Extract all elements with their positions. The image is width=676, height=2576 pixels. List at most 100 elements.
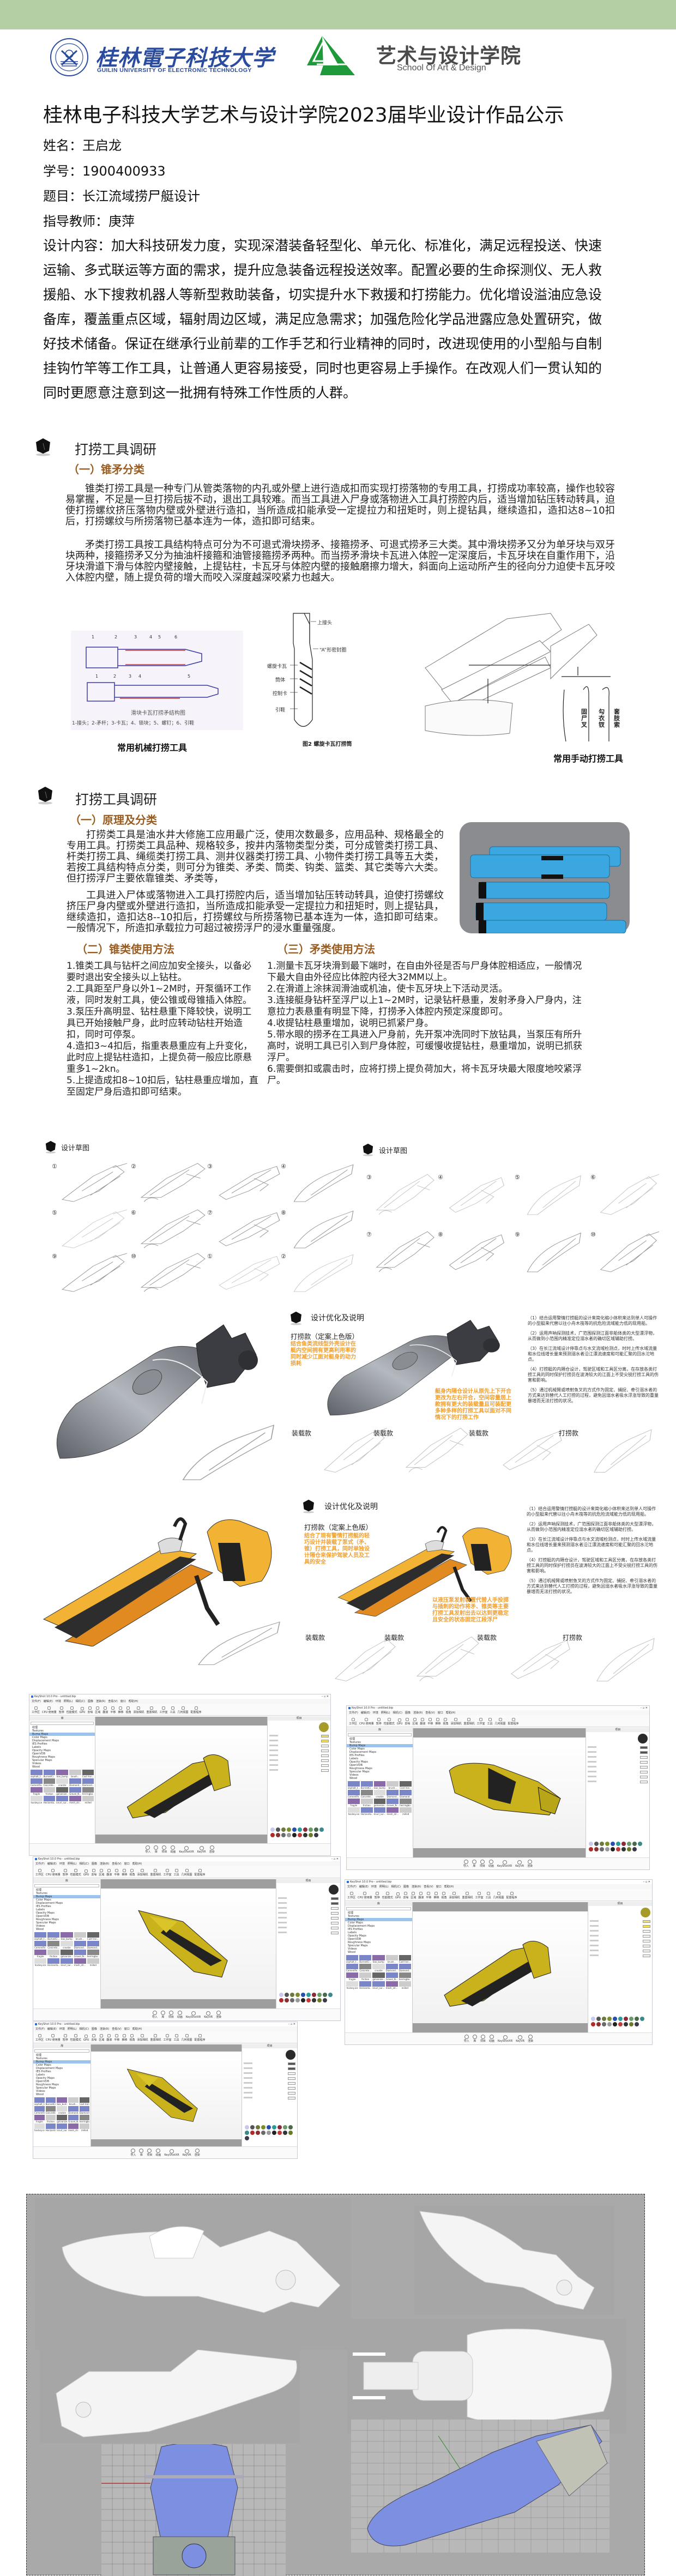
ribbon-button[interactable]: 项目 bbox=[480, 1860, 485, 1868]
toolbar-button[interactable]: 几何视图 bbox=[182, 1869, 192, 1877]
menu-item[interactable]: 环境 bbox=[372, 1711, 378, 1715]
property-row[interactable] bbox=[268, 1748, 330, 1753]
viewport-canvas[interactable] bbox=[91, 2052, 242, 2139]
material-ball[interactable] bbox=[589, 1842, 594, 1846]
ribbon-button[interactable]: 导入 bbox=[463, 1860, 469, 1868]
ribbon-button[interactable]: KeyShotXR bbox=[497, 1860, 512, 1868]
tree-item[interactable]: Bump Maps bbox=[345, 1918, 412, 1921]
material-thumbnail[interactable]: hockey.ice bbox=[34, 1958, 47, 1966]
ribbon-button[interactable]: 导入 bbox=[130, 2149, 136, 2157]
material-ball[interactable] bbox=[612, 2022, 617, 2026]
material-ball[interactable] bbox=[288, 2125, 293, 2129]
property-value[interactable] bbox=[321, 1735, 329, 1738]
ribbon-button[interactable]: KeyVR bbox=[516, 2035, 524, 2043]
keyshot-window[interactable]: KeyShot 10.0 Pro - untitled.bip– ▫ ✕文件(F… bbox=[33, 1856, 341, 2021]
menu-item[interactable]: 查看(V) bbox=[424, 1885, 433, 1889]
material-thumbnail[interactable]: asphalt_t... bbox=[31, 1770, 43, 1778]
tree-item[interactable]: Displacement Maps bbox=[36, 1902, 63, 1905]
material-ball[interactable] bbox=[292, 1827, 297, 1832]
material-ball[interactable] bbox=[279, 1998, 283, 2002]
tree-item[interactable]: Color Maps bbox=[32, 1736, 47, 1739]
render-viewport[interactable] bbox=[413, 1728, 586, 1857]
property-row[interactable] bbox=[242, 2066, 297, 2071]
menu-item[interactable]: 文件(F) bbox=[35, 1862, 45, 1866]
material-thumbnail[interactable]: hockey.ice bbox=[31, 1796, 43, 1804]
ribbon-button[interactable]: 动画 bbox=[177, 2011, 183, 2019]
material-thumbnail[interactable]: Horizonta... bbox=[45, 2123, 56, 2132]
material-ball[interactable] bbox=[250, 2125, 255, 2129]
menu-item[interactable]: 图像 bbox=[91, 1862, 97, 1866]
material-thumbnail[interactable]: fragile bbox=[34, 2115, 45, 2123]
material-thumbnail[interactable]: fragile bbox=[346, 1972, 359, 1981]
tree-item[interactable]: Specular Maps bbox=[348, 1944, 368, 1947]
material-ball[interactable] bbox=[272, 2125, 277, 2129]
render-viewport[interactable] bbox=[412, 1902, 588, 2032]
property-value[interactable] bbox=[331, 1932, 339, 1934]
menu-item[interactable]: 相机(C) bbox=[393, 1711, 402, 1715]
window-titlebar[interactable]: KeyShot 10.0 Pro - untitled.bip– ▫ ✕ bbox=[345, 1880, 652, 1884]
property-value[interactable] bbox=[288, 2072, 295, 2075]
ribbon-button[interactable]: 渲染 bbox=[528, 2035, 533, 2043]
tree-item[interactable]: 纹理 bbox=[32, 1726, 38, 1729]
property-value[interactable] bbox=[321, 1754, 329, 1757]
toolbar-button[interactable]: 区域 bbox=[95, 1706, 100, 1714]
ribbon-button[interactable]: KeyVR bbox=[515, 1860, 524, 1868]
menu-item[interactable]: 渲染(R) bbox=[413, 1711, 423, 1715]
tree-item[interactable]: Textures bbox=[349, 1741, 361, 1744]
material-ball[interactable] bbox=[589, 1847, 594, 1851]
material-ball[interactable] bbox=[322, 1998, 327, 2002]
toolbar-button[interactable]: 几何视图 bbox=[182, 2034, 192, 2042]
property-value[interactable] bbox=[640, 1771, 648, 1773]
material-ball[interactable] bbox=[319, 1827, 324, 1832]
tree-item[interactable]: 纹理 bbox=[349, 1738, 355, 1741]
tree-item[interactable]: Labels bbox=[32, 1746, 41, 1749]
window-titlebar[interactable]: KeyShot 10.0 Pro - untitled.bip– ▫ ✕ bbox=[33, 2022, 297, 2026]
property-row[interactable] bbox=[276, 1901, 340, 1906]
toolbar-button[interactable]: 添加相机 bbox=[137, 2034, 148, 2042]
material-thumbnail[interactable]: knurl_sur... bbox=[57, 2123, 68, 2132]
toolbar-button[interactable]: 性能模式 bbox=[382, 1892, 393, 1899]
material-thumbnail[interactable]: galvanize... bbox=[61, 1950, 73, 1958]
ribbon-button[interactable]: 库 bbox=[472, 1860, 476, 1868]
keyshot-window[interactable]: KeyShot 10.0 Pro - untitled.bip– ▫ ✕文件(F… bbox=[33, 2022, 298, 2159]
ribbon-button[interactable]: 导入 bbox=[464, 2035, 469, 2043]
ribbon-button[interactable]: 库 bbox=[160, 2011, 165, 2019]
tree-item[interactable]: Videos bbox=[32, 1762, 41, 1765]
material-ball[interactable] bbox=[306, 1993, 311, 1997]
material-thumbnail[interactable]: herringbo... bbox=[400, 1799, 412, 1807]
material-ball[interactable] bbox=[618, 2017, 623, 2021]
tree-item[interactable]: Displacement Maps bbox=[32, 1739, 59, 1742]
viewport-canvas[interactable] bbox=[412, 1911, 588, 2024]
property-value[interactable] bbox=[643, 1920, 650, 1923]
material-thumbnail[interactable]: asphalt_t... bbox=[34, 2097, 45, 2106]
tree-item[interactable]: Labels bbox=[349, 1757, 359, 1760]
material-thumbnail[interactable]: Cast Iron... bbox=[79, 2097, 90, 2106]
tree-item[interactable]: Wood bbox=[36, 2093, 44, 2096]
property-row[interactable] bbox=[586, 1750, 649, 1755]
property-value[interactable] bbox=[640, 1746, 648, 1749]
menu-item[interactable]: 编辑(E) bbox=[47, 2028, 57, 2031]
property-value[interactable] bbox=[288, 2092, 295, 2095]
material-thumbnail[interactable]: BurnedCi... bbox=[43, 1770, 56, 1778]
toolbar-button[interactable]: 工作区 bbox=[35, 2034, 44, 2042]
material-thumbnail[interactable]: galvanize... bbox=[56, 1787, 69, 1795]
material-ball[interactable] bbox=[621, 1842, 626, 1846]
property-value[interactable] bbox=[643, 1940, 650, 1942]
material-ball[interactable] bbox=[281, 1833, 286, 1837]
material-ball[interactable] bbox=[292, 1833, 297, 1837]
menu-item[interactable]: 照明(L) bbox=[67, 1862, 77, 1866]
menu-item[interactable]: 渲染(R) bbox=[411, 1885, 421, 1889]
tree-item[interactable]: Roughness Maps bbox=[349, 1767, 373, 1770]
toolbar-button[interactable]: 推移 bbox=[435, 1718, 440, 1726]
toolbar-button[interactable]: 平移 bbox=[427, 1718, 433, 1726]
material-ball[interactable] bbox=[611, 1842, 615, 1846]
material-thumbnail[interactable]: BurnedCi... bbox=[47, 1932, 60, 1940]
material-thumbnail[interactable]: Gravel_N... bbox=[69, 1787, 81, 1795]
ribbon-button[interactable]: 库 bbox=[139, 2149, 144, 2157]
tree-item[interactable]: Specular Maps bbox=[36, 1921, 56, 1925]
toolbar-button[interactable]: 工具 bbox=[170, 1706, 176, 1714]
toolbar-button[interactable]: 性能模式 bbox=[70, 1869, 81, 1877]
material-thumbnail[interactable]: crackle bbox=[373, 1790, 386, 1798]
toolbar-button[interactable]: GPU bbox=[397, 1718, 402, 1726]
tree-item[interactable]: IES Profiles bbox=[349, 1754, 365, 1757]
